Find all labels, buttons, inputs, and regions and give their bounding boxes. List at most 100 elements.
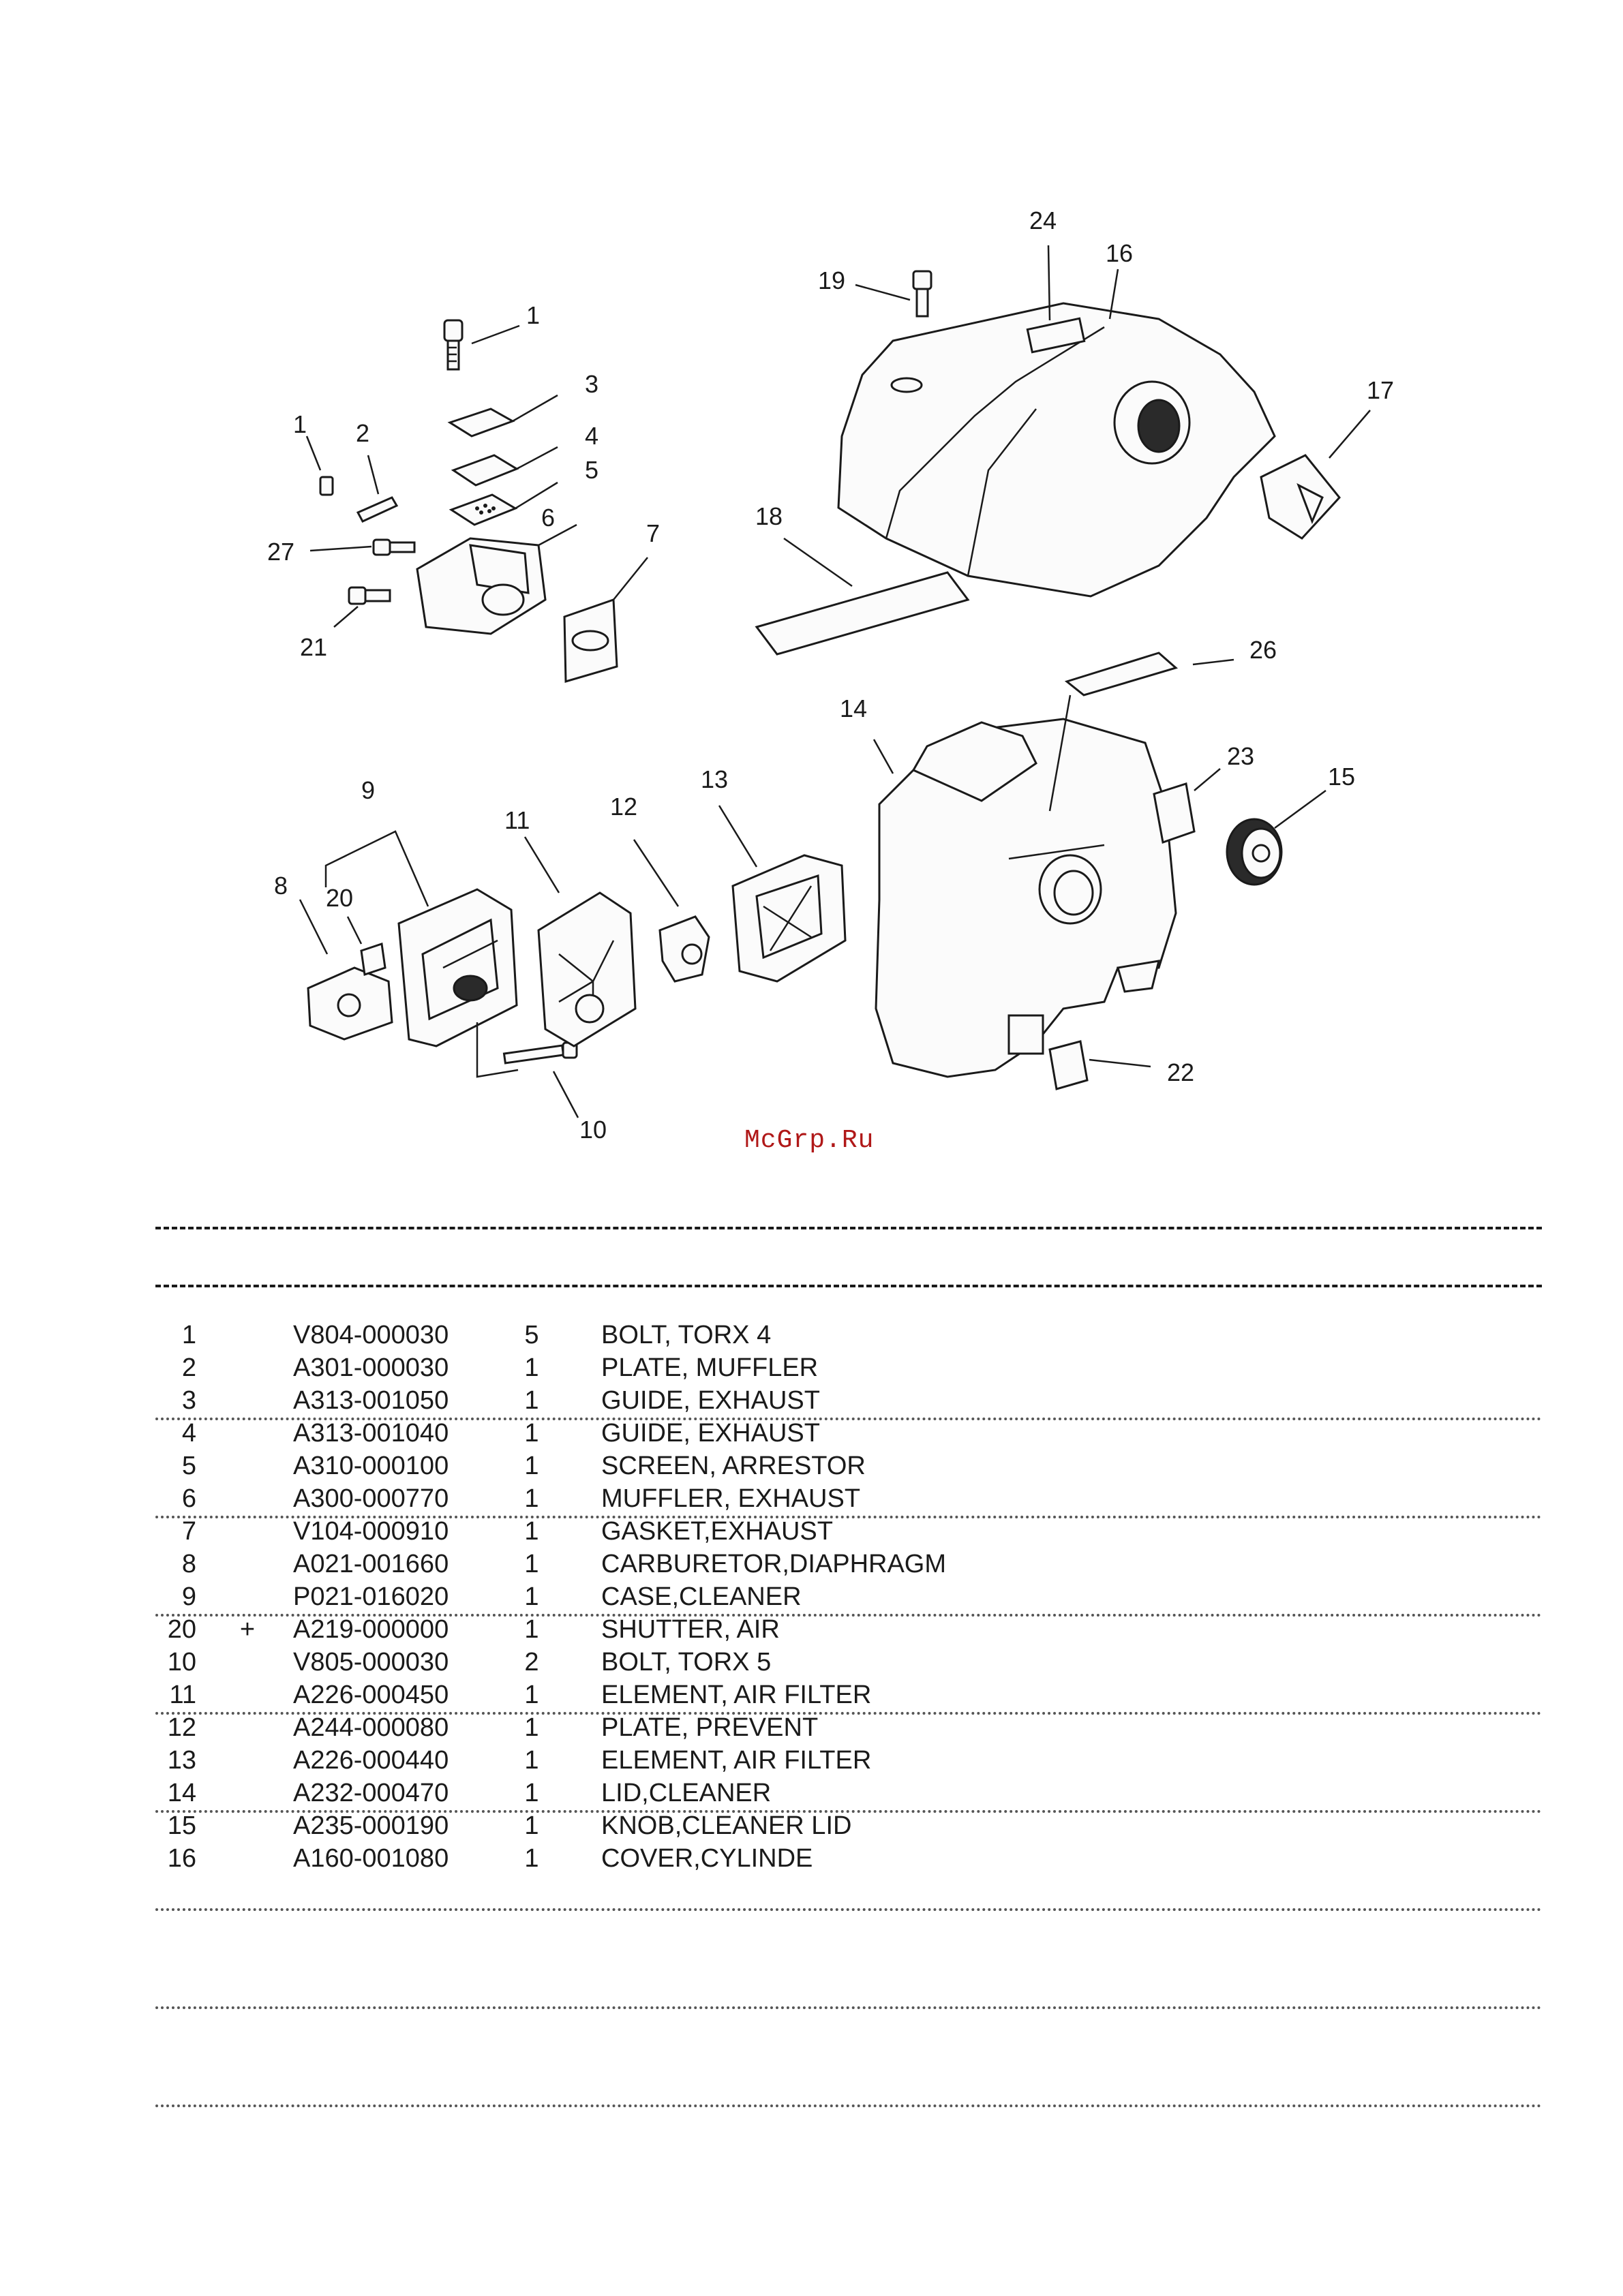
part-description: MUFFLER, EXHAUST	[601, 1484, 861, 1513]
part-number: 9	[181, 1582, 196, 1611]
air-shutter-part	[360, 943, 386, 976]
part-code: A021-001660	[293, 1550, 449, 1578]
part-code: A300-000770	[293, 1484, 449, 1513]
part-quantity: 1	[524, 1484, 539, 1513]
part-code: A226-000450	[293, 1681, 449, 1709]
callout-1-top: 1	[526, 301, 540, 329]
table-dotted-rule-1	[155, 1418, 1542, 1420]
callout-24: 24	[1029, 206, 1057, 234]
callout-15: 15	[1328, 763, 1355, 791]
air-filter-element-part	[537, 891, 637, 1047]
part-quantity: 1	[524, 1550, 539, 1578]
callout-11: 11	[504, 806, 530, 834]
exhaust-guide-2-part	[451, 454, 519, 487]
part-code: A232-000470	[293, 1779, 449, 1807]
part-code: P021-016020	[293, 1582, 449, 1611]
cover-label-part	[755, 571, 970, 656]
table-dotted-rule-3	[155, 1614, 1542, 1617]
part-quantity: 1	[524, 1615, 539, 1644]
part-quantity: 1	[524, 1844, 539, 1873]
part-description: BOLT, TORX 4	[601, 1321, 772, 1349]
part-code: A226-000440	[293, 1746, 449, 1775]
part-number: 5	[181, 1452, 196, 1480]
callout-labels: 1 1 2 3 4 5 6 7 27 21 19 24 16 17 18 26 …	[267, 206, 1394, 1144]
part-description: ELEMENT, AIR FILTER	[601, 1746, 872, 1775]
exhaust-gasket-part	[563, 598, 618, 683]
part-quantity: 1	[524, 1582, 539, 1611]
part-description: PLATE, MUFFLER	[601, 1353, 819, 1382]
callout-2: 2	[356, 419, 369, 447]
callout-26: 26	[1249, 636, 1277, 664]
cleaner-lid-knob-part	[1226, 818, 1283, 886]
lid-label-part	[1064, 652, 1179, 697]
part-code: A310-000100	[293, 1452, 449, 1480]
prevent-plate-part	[658, 915, 710, 983]
bolt-torx-5-part	[502, 1041, 578, 1065]
part-number: 15	[167, 1811, 196, 1840]
part-quantity: 1	[524, 1713, 539, 1742]
part-quantity: 1	[524, 1386, 539, 1415]
part-code: V804-000030	[293, 1321, 449, 1349]
part-code: A301-000030	[293, 1353, 449, 1382]
part-number: 7	[181, 1517, 196, 1546]
part-number: 8	[181, 1550, 196, 1578]
cleaner-case-part	[397, 888, 518, 1047]
part-number: 4	[181, 1419, 196, 1448]
part-code: A219-000000	[293, 1615, 449, 1644]
table-dotted-rule-8	[155, 2104, 1542, 2107]
part-number: 16	[167, 1844, 196, 1873]
part-mark: +	[239, 1615, 256, 1644]
part-quantity: 1	[524, 1452, 539, 1480]
callout-16: 16	[1106, 239, 1133, 267]
part-quantity: 1	[524, 1681, 539, 1709]
callout-4: 4	[585, 422, 598, 450]
part-quantity: 1	[524, 1517, 539, 1546]
part-description: CARBURETOR,DIAPHRAGM	[601, 1550, 947, 1578]
callout-6: 6	[541, 504, 555, 532]
callout-12: 12	[610, 793, 637, 821]
part-number: 11	[169, 1681, 196, 1709]
callout-1-left: 1	[293, 410, 307, 438]
part-description: ELEMENT, AIR FILTER	[601, 1681, 872, 1709]
table-header-rule-top	[155, 1227, 1542, 1229]
table-dotted-rule-2	[155, 1516, 1542, 1518]
callout-8: 8	[274, 872, 288, 900]
carburetor-part	[307, 966, 393, 1041]
callout-19: 19	[818, 266, 845, 294]
callout-17: 17	[1367, 376, 1394, 404]
cylinder-cover-group	[755, 270, 1341, 697]
part-number: 12	[167, 1713, 196, 1742]
table-dotted-rule-7	[155, 2006, 1542, 2009]
muffler-body-part	[416, 537, 547, 635]
part-description: GASKET,EXHAUST	[601, 1517, 833, 1546]
part-quantity: 1	[524, 1419, 539, 1448]
part-description: SCREEN, ARRESTOR	[601, 1452, 866, 1480]
callout-22: 22	[1167, 1058, 1194, 1086]
part-code: A160-001080	[293, 1844, 449, 1873]
part-quantity: 5	[524, 1321, 539, 1349]
callout-10: 10	[579, 1116, 607, 1144]
part-number: 6	[181, 1484, 196, 1513]
part-description: GUIDE, EXHAUST	[601, 1419, 820, 1448]
part-description: LID,CLEANER	[601, 1779, 772, 1807]
exploded-parts-diagram: 1 1 2 3 4 5 6 7 27 21 19 24 16 17 18 26 …	[267, 206, 1394, 1144]
callout-9: 9	[361, 776, 375, 804]
part-description: BOLT, TORX 5	[601, 1648, 772, 1677]
part-code: A235-000190	[293, 1811, 449, 1840]
intake-boot-part	[1260, 454, 1341, 540]
air-filter-element-2-part	[731, 854, 847, 983]
callout-21: 21	[300, 633, 327, 661]
table-row: 8 A021-001660 1 CARBURETOR,DIAPHRAGM	[0, 1548, 1623, 1580]
air-cleaner-group	[307, 718, 1283, 1090]
bolt-27-part	[372, 538, 416, 556]
callout-27: 27	[267, 538, 294, 566]
